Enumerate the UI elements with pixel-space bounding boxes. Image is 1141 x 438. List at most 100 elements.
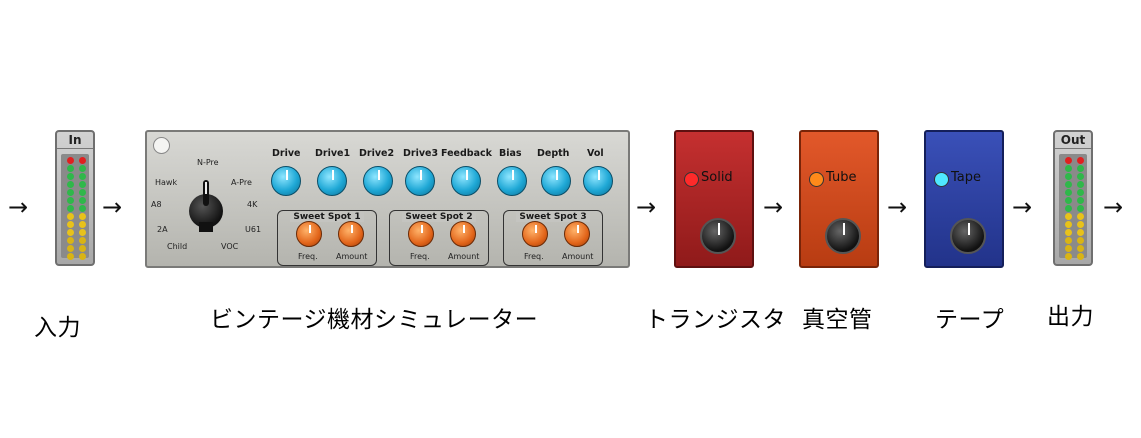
- meter-led: [1065, 181, 1072, 188]
- meter-led: [79, 189, 86, 196]
- sweet-spot-2-amount-label: Amount: [448, 252, 480, 261]
- meter-led: [67, 157, 74, 164]
- meter-led: [1077, 173, 1084, 180]
- caption-output: 出力: [1047, 304, 1094, 330]
- arrow-7: →: [1103, 193, 1124, 221]
- arrow-4: →: [763, 193, 784, 221]
- meter-led: [67, 221, 74, 228]
- power-indicator-icon: [153, 137, 170, 154]
- selector-label-a8: A8: [151, 200, 162, 209]
- meter-led: [67, 237, 74, 244]
- tube-label: Tube: [826, 170, 857, 185]
- sweet-spot-3-group: Sweet Spot 3 Freq. Amount: [503, 210, 603, 266]
- solid-label: Solid: [701, 170, 733, 185]
- meter-led: [1065, 213, 1072, 220]
- knob-label-feedback: Feedback: [441, 148, 492, 159]
- tape-led-icon: [934, 172, 949, 187]
- tape-unit: Tape: [924, 130, 1004, 268]
- meter-led: [1065, 189, 1072, 196]
- meter-led: [67, 229, 74, 236]
- meter-led: [1077, 197, 1084, 204]
- sweet-spot-1-freq-knob[interactable]: [296, 221, 322, 247]
- meter-led: [1077, 253, 1084, 260]
- sweet-spot-1-amount-knob[interactable]: [338, 221, 364, 247]
- vol-knob[interactable]: [583, 166, 613, 196]
- meter-led: [1077, 229, 1084, 236]
- knob-label-depth: Depth: [537, 148, 570, 159]
- drive-knob[interactable]: [271, 166, 301, 196]
- output-meter: Out: [1053, 130, 1093, 266]
- meter-led: [79, 157, 86, 164]
- meter-led: [79, 173, 86, 180]
- knob-label-vol: Vol: [587, 148, 604, 159]
- sweet-spot-1-amount-label: Amount: [336, 252, 368, 261]
- meter-led: [67, 253, 74, 260]
- sweet-spot-3-amount-knob[interactable]: [564, 221, 590, 247]
- input-meter: In: [55, 130, 95, 266]
- meter-led: [67, 189, 74, 196]
- sweet-spot-1-group: Sweet Spot 1 Freq. Amount: [277, 210, 377, 266]
- knob-label-bias: Bias: [499, 148, 522, 159]
- meter-led: [1077, 213, 1084, 220]
- arrow-2: →: [102, 193, 123, 221]
- meter-led: [79, 181, 86, 188]
- tube-unit: Tube: [799, 130, 879, 268]
- sweet-spot-2-freq-knob[interactable]: [408, 221, 434, 247]
- sweet-spot-2-freq-label: Freq.: [410, 252, 430, 261]
- sweet-spot-2-amount-knob[interactable]: [450, 221, 476, 247]
- knob-label-drive2: Drive2: [359, 148, 395, 159]
- meter-led: [79, 205, 86, 212]
- arrow-3: →: [636, 193, 657, 221]
- meter-led: [1077, 221, 1084, 228]
- meter-led: [1077, 157, 1084, 164]
- sweet-spot-2-group: Sweet Spot 2 Freq. Amount: [389, 210, 489, 266]
- caption-transistor: トランジスタ: [645, 307, 786, 333]
- feedback-knob[interactable]: [451, 166, 481, 196]
- model-selector-knob[interactable]: [189, 180, 223, 232]
- caption-tape: テープ: [935, 307, 1005, 333]
- selector-label-u61: U61: [245, 225, 262, 234]
- meter-led: [1065, 245, 1072, 252]
- meter-led: [1065, 165, 1072, 172]
- meter-led: [67, 205, 74, 212]
- sweet-spot-3-amount-label: Amount: [562, 252, 594, 261]
- knob-label-drive1: Drive1: [315, 148, 351, 159]
- arrow-1: →: [8, 193, 29, 221]
- meter-led: [1065, 253, 1072, 260]
- meter-led: [67, 197, 74, 204]
- meter-led: [1065, 221, 1072, 228]
- caption-vintage: ビンテージ機材シミュレーター: [210, 307, 539, 333]
- tape-label: Tape: [951, 170, 982, 185]
- caption-input: 入力: [34, 315, 81, 341]
- meter-led: [79, 165, 86, 172]
- meter-led: [67, 213, 74, 220]
- meter-led: [1077, 245, 1084, 252]
- caption-tube: 真空管: [802, 307, 873, 333]
- knob-label-drive3: Drive3: [403, 148, 439, 159]
- depth-knob[interactable]: [541, 166, 571, 196]
- meter-led: [79, 229, 86, 236]
- tape-knob[interactable]: [950, 218, 986, 254]
- drive1-knob[interactable]: [317, 166, 347, 196]
- vintage-simulator-panel: N-Pre Hawk A-Pre A8 4K 2A U61 Child VOC …: [145, 130, 630, 268]
- meter-led: [79, 245, 86, 252]
- meter-led: [1065, 205, 1072, 212]
- meter-led: [1077, 181, 1084, 188]
- sweet-spot-1-freq-label: Freq.: [298, 252, 318, 261]
- solid-knob[interactable]: [700, 218, 736, 254]
- selector-label-voc: VOC: [221, 242, 239, 251]
- tube-knob[interactable]: [825, 218, 861, 254]
- knob-label-drive: Drive: [272, 148, 301, 159]
- meter-led: [79, 197, 86, 204]
- meter-led: [79, 213, 86, 220]
- meter-led: [1065, 173, 1072, 180]
- meter-led: [79, 221, 86, 228]
- meter-led: [67, 165, 74, 172]
- output-meter-leds: [1059, 154, 1087, 260]
- drive3-knob[interactable]: [405, 166, 435, 196]
- drive2-knob[interactable]: [363, 166, 393, 196]
- sweet-spot-3-freq-knob[interactable]: [522, 221, 548, 247]
- bias-knob[interactable]: [497, 166, 527, 196]
- arrow-6: →: [1012, 193, 1033, 221]
- selector-label-2a: 2A: [157, 225, 168, 234]
